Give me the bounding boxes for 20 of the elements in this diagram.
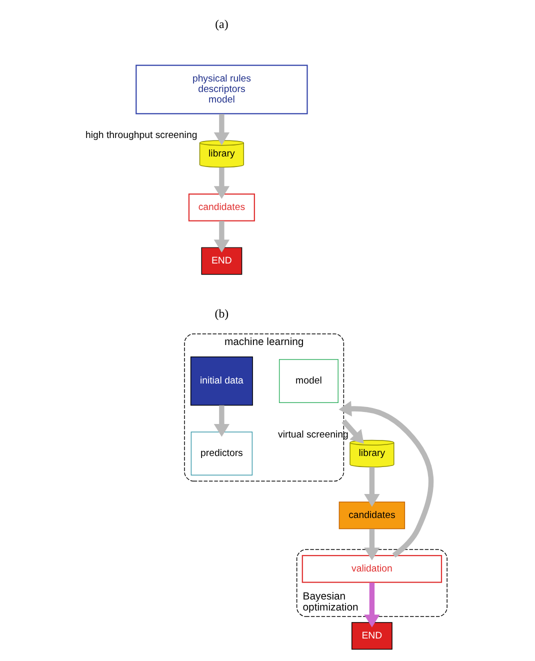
arrow [213,167,230,199]
arrow [213,114,230,146]
arrow [364,528,380,560]
node-box: candidates [338,502,405,530]
label: (b) [214,306,228,320]
arrow [364,582,380,628]
node-box: initial data [190,356,252,406]
arrow [213,221,230,252]
label: (a) [214,16,228,31]
node-box: model [278,359,338,404]
node-box: predictors [190,432,252,476]
node-label: high throughput screening [85,130,197,141]
node-box: physical rules descriptors model [135,64,308,114]
node-box: candidates [188,193,254,222]
arrow [341,419,364,444]
arrow [364,467,380,507]
node-box: validation [301,554,442,583]
node-box: END [200,247,242,275]
node-box: END [351,622,392,650]
arrow [213,405,230,437]
